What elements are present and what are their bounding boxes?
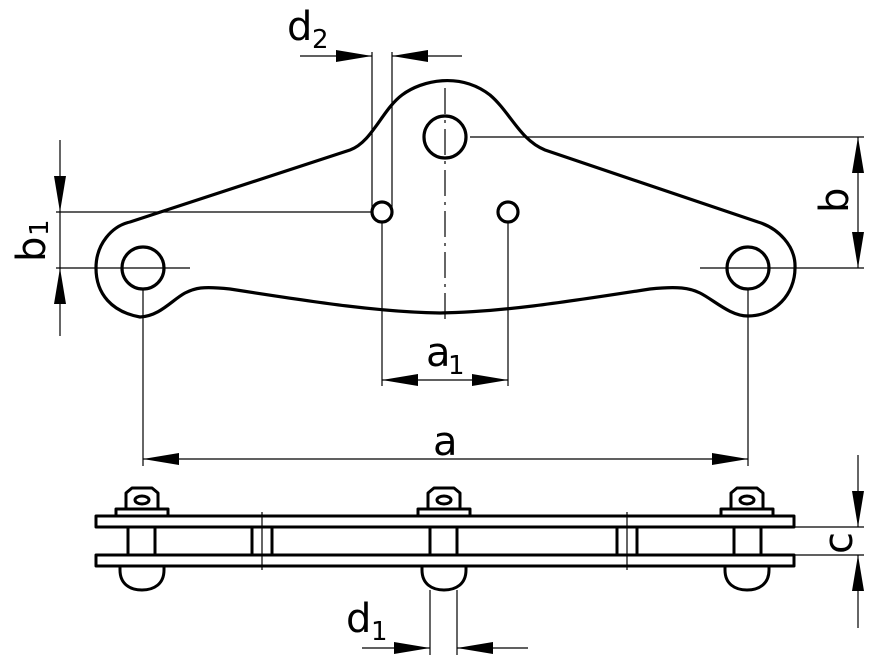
label-d2-main: d — [287, 4, 312, 50]
lower-plate — [94, 553, 796, 568]
label-a1-sub: 1 — [448, 351, 465, 381]
label-a-main: a — [433, 419, 458, 465]
dimension-a: a — [142, 290, 749, 466]
pin-right — [732, 525, 763, 557]
pin-cap-middle — [416, 486, 472, 518]
pin-cap-left — [114, 486, 170, 518]
dimension-d2: d 2 — [287, 4, 462, 212]
label-a1-main: a — [426, 330, 451, 376]
link-plate-top-view — [56, 78, 864, 320]
label-c-main: c — [816, 532, 862, 554]
small-hole-right — [496, 200, 520, 224]
label-d1-main: d — [346, 596, 371, 642]
pin-head-bottom-left — [118, 563, 166, 592]
dimension-c: c — [794, 455, 864, 628]
pin-cap-right — [719, 486, 775, 518]
upper-plate — [94, 514, 796, 529]
dimension-b1: b 1 — [9, 140, 372, 336]
chain-side-view — [94, 486, 796, 592]
label-d2-sub: 2 — [312, 25, 329, 55]
pin-head-bottom-right — [723, 563, 771, 592]
label-d1-sub: 1 — [371, 617, 388, 647]
label-b1-sub: 1 — [25, 219, 55, 236]
dimension-b: b — [812, 137, 864, 268]
dimension-d1: d 1 — [346, 590, 528, 655]
pin-head-bottom-middle — [420, 563, 468, 592]
pin-middle — [428, 525, 459, 557]
small-hole-left — [370, 200, 394, 224]
plate-outline — [94, 78, 797, 319]
label-b-main: b — [812, 188, 858, 213]
pin-left — [126, 525, 157, 557]
label-b1-main: b — [9, 237, 55, 262]
dimension-a1: a 1 — [381, 222, 509, 386]
top-pin-hole — [422, 114, 468, 160]
